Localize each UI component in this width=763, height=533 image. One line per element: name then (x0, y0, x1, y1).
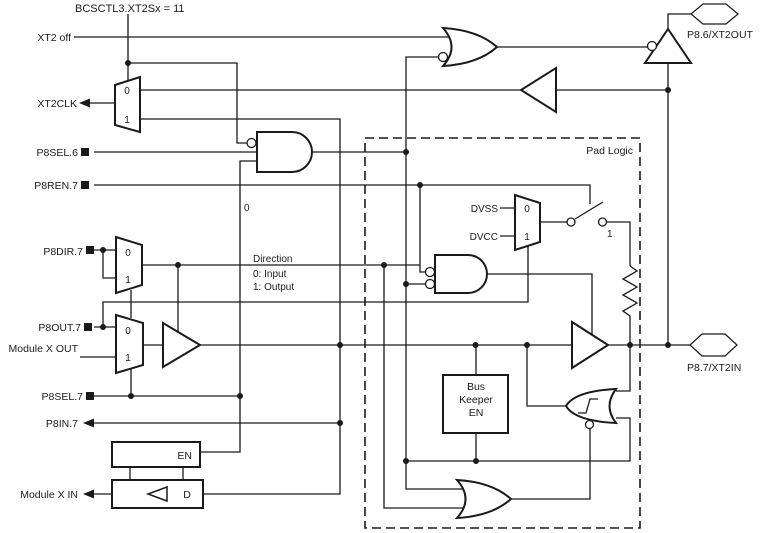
pull-direction-mux: 0 1 (514, 193, 541, 252)
p8dir7-terminal (86, 246, 94, 254)
output-mux: 0 1 (115, 313, 144, 375)
bcsctl3-note: BCSCTL3.XT2Sx = 11 (75, 3, 185, 15)
constant-zero-label: 0 (244, 203, 250, 214)
xt2clk-mux: 0 1 (114, 75, 141, 134)
label-p8in7: P8IN.7 (46, 418, 78, 430)
wires (74, 13, 691, 509)
output-mux-1-label: 1 (125, 353, 131, 364)
pad-logic-dashed-box (364, 137, 641, 529)
switch-position-label: 1 (607, 229, 613, 240)
label-module-x-out: Module X OUT (9, 343, 79, 355)
xt2clk-mux-1-label: 1 (124, 115, 130, 126)
xt2out-driver (643, 27, 693, 64)
label-p8sel6: P8SEL.6 (37, 147, 79, 159)
label-p8out7: P8OUT.7 (38, 322, 81, 334)
p8out7-terminal (84, 323, 92, 331)
latch-buffer-triangle (145, 485, 168, 503)
and-input-bubble-2 (424, 278, 436, 290)
label-dvss: DVSS (471, 204, 499, 215)
pad-output-enable-and-gate (424, 254, 488, 294)
p8in7-arrow (83, 418, 94, 428)
bus-keeper-en-block: Bus Keeper EN (442, 374, 509, 434)
output-arrows (79, 98, 94, 499)
hysteresis-symbol (578, 398, 598, 414)
output-mux-0-label: 0 (125, 326, 131, 337)
xt2out-enable-or-gate (437, 26, 499, 68)
direction-mux-0-label: 0 (125, 248, 131, 259)
p8sel7-terminal (86, 392, 94, 400)
label-xt2clk: XT2CLK (37, 98, 77, 110)
pull-mux-1-label: 1 (524, 232, 530, 243)
xt2clk-arrow (79, 98, 90, 108)
label-module-x-in: Module X IN (20, 489, 78, 501)
p87-pad-hexagon (689, 333, 738, 357)
p86-pad-hexagon (690, 3, 739, 25)
nand-input-bubble (246, 137, 257, 149)
schmitt-trigger (564, 387, 619, 430)
and-input-bubble-1 (424, 266, 436, 278)
xt2clk-mux-0-label: 0 (124, 86, 130, 97)
bus-keeper-line2: Keeper (459, 394, 493, 406)
pull-mux-0-label: 0 (524, 204, 530, 215)
junction-dots (100, 60, 671, 464)
direction-mux: 0 1 (115, 235, 143, 295)
p8ren7-terminal (81, 181, 89, 189)
xt2-function-nand-gate (246, 131, 313, 173)
label-xt2-off: XT2 off (37, 32, 71, 44)
label-p86-xt2out: P8.6/XT2OUT (687, 29, 754, 41)
latch-d-label: D (183, 489, 191, 501)
bus-keeper-or-gate (454, 478, 513, 520)
bus-keeper-line3: EN (469, 407, 484, 419)
or-input-bubble (437, 51, 449, 63)
xt2in-input-buffer (519, 66, 557, 114)
latch-en-label: EN (177, 450, 192, 462)
label-p8dir7: P8DIR.7 (43, 246, 83, 258)
p8sel6-terminal (81, 148, 89, 156)
direction-mux-1-label: 1 (125, 275, 131, 286)
module-x-in-arrow (83, 489, 94, 499)
direction-note-input: 0: Input (253, 269, 287, 280)
direction-note-output: 1: Output (253, 282, 294, 293)
pad-logic-label: Pad Logic (586, 145, 633, 157)
xt2out-driver-enable-bubble (646, 40, 658, 52)
label-p8sel7: P8SEL.7 (42, 391, 84, 403)
direction-note-title: Direction (253, 254, 292, 265)
pull-resistor-switch (566, 201, 608, 227)
label-p8ren7: P8REN.7 (34, 180, 78, 192)
label-dvcc: DVCC (470, 232, 498, 243)
bus-keeper-line1: Bus (467, 381, 485, 393)
pad-output-driver (571, 320, 610, 370)
register-terminals (81, 148, 94, 400)
module-input-latch: EN D (111, 441, 204, 509)
label-p87-xt2in: P8.7/XT2IN (687, 362, 741, 374)
output-path-buffer (162, 321, 202, 369)
schmitt-enable-bubble (584, 419, 595, 430)
